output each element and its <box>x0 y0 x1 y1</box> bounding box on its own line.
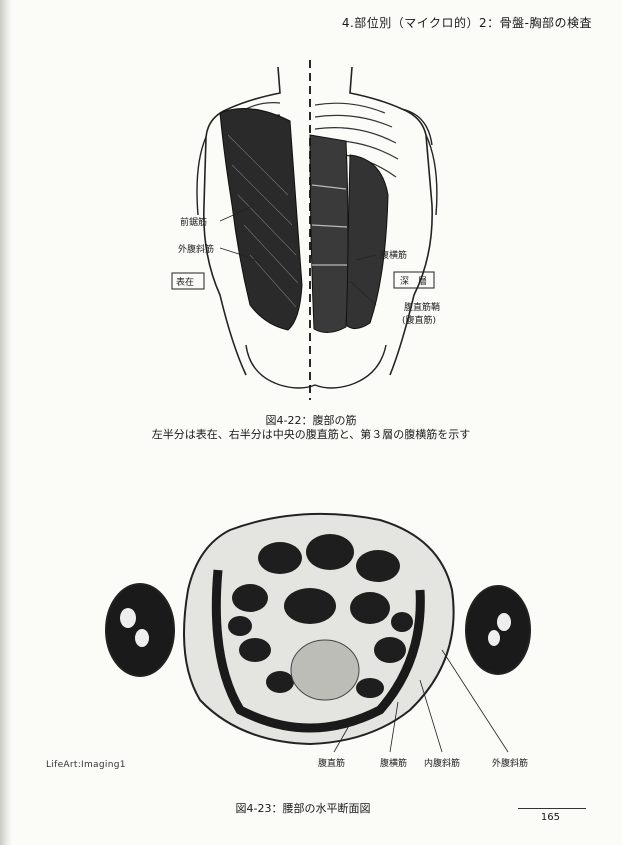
figure-22-caption-text: 左半分は表在、右半分は中央の腹直筋と、第３層の腹横筋を示す <box>0 426 622 442</box>
running-header: 4.部位別（マイクロ的）2：骨盤-胸部の検査 <box>342 14 592 31</box>
label-external-oblique: 外腹斜筋 <box>178 243 214 255</box>
page-number: 165 <box>541 812 560 823</box>
label-transversus: 腹横筋 <box>380 249 407 261</box>
label-deep: 深 層 <box>400 276 427 287</box>
external-oblique-muscle <box>220 109 302 331</box>
label-transversus-section: 腹横筋 <box>380 757 407 769</box>
abdominal-muscles-illustration: 前鋸筋 外腹斜筋 表在 腹横筋 深 層 腹直筋鞘 (腹直筋) <box>150 55 480 405</box>
label-rectus: 腹直筋 <box>318 757 345 769</box>
label-superficial: 表在 <box>176 276 194 288</box>
label-external-oblique-section: 外腹斜筋 <box>492 757 528 769</box>
label-serratus: 前鋸筋 <box>180 216 207 228</box>
rectus-abdominis-muscle <box>310 135 348 333</box>
transversus-abdominis-muscle <box>346 155 388 329</box>
vertebral-region <box>291 640 359 700</box>
label-rectus-paren: (腹直筋) <box>402 314 436 326</box>
label-rectus-sheath: 腹直筋鞘 <box>404 301 440 313</box>
label-internal-oblique: 内腹斜筋 <box>424 757 460 769</box>
image-credit: LifeArt:Imaging1 <box>46 760 126 770</box>
pelvis-outline <box>246 345 386 388</box>
lumbar-cross-section-image: 腹直筋 腹横筋 内腹斜筋 外腹斜筋 <box>80 510 560 790</box>
footer-rule <box>518 808 586 809</box>
